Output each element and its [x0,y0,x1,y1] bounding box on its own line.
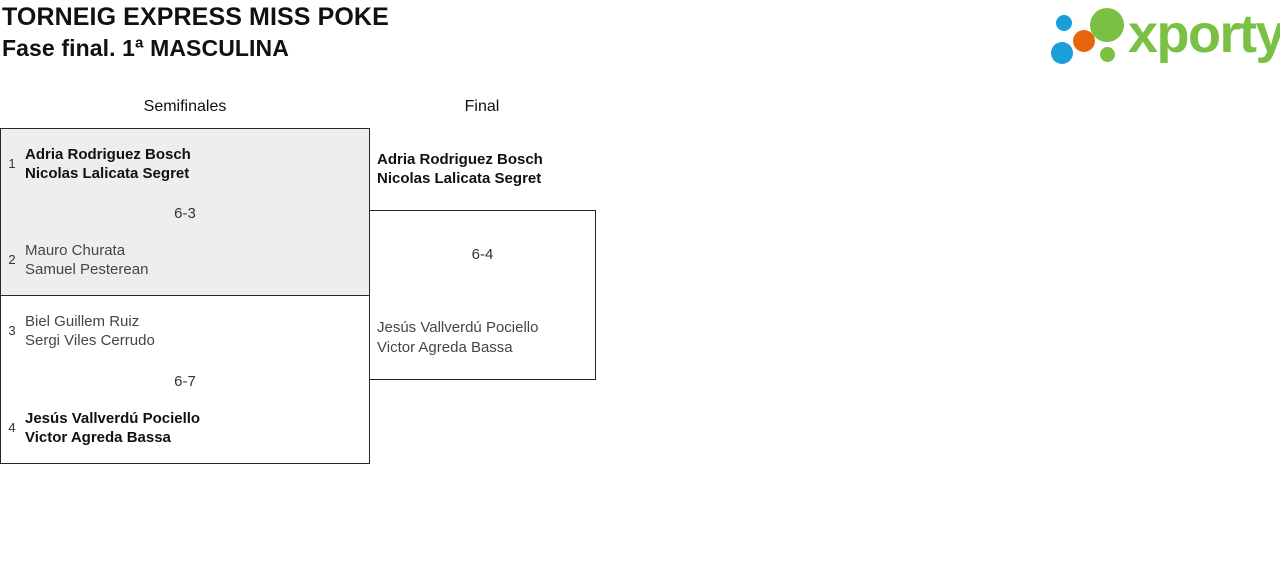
match-box-semifinal-1[interactable]: 1 Adria Rodriguez Bosch Nicolas Lalicata… [0,128,370,296]
player-name: Adria Rodriguez Bosch [377,151,543,168]
player-name: Jesús Vallverdú Pociello [25,410,201,427]
competitor-seed-4[interactable]: 4 Jesús Vallverdú Pociello Victor Agreda… [1,405,369,451]
player-name: Mauro Churata [25,242,126,259]
logo-wordmark: xporty [1128,4,1280,64]
player-name: Jesús Vallverdú Pociello [377,319,539,336]
logo-dot-blue-top-icon [1056,15,1072,31]
final-competitor-bottom[interactable]: Jesús Vallverdú Pociello Victor Agreda B… [377,318,592,358]
seed-number: 1 [8,156,16,171]
match-score: 6-7 [174,373,196,390]
final-competitor-top[interactable]: Adria Rodriguez Bosch Nicolas Lalicata S… [377,150,592,188]
match-box-semifinal-2[interactable]: 3 Biel Guillem Ruiz Sergi Viles Cerrudo … [0,295,370,464]
logo-dot-orange-icon [1073,30,1095,52]
xporty-logo[interactable]: xporty [1050,4,1280,68]
competitor-seed-2[interactable]: 2 Mauro Churata Samuel Pesterean [1,237,369,283]
seed-number: 2 [8,252,16,267]
match-score-final: 6-4 [471,246,494,263]
seed-number: 4 [8,420,16,435]
competitor-names: Jesús Vallverdú Pociello Victor Agreda B… [23,409,369,447]
round-header-final: Final [464,98,500,115]
page-header: TORNEIG EXPRESS MISS POKE Fase final. 1ª… [0,0,1280,90]
competitor-seed-3[interactable]: 3 Biel Guillem Ruiz Sergi Viles Cerrudo [1,308,369,354]
player-name: Samuel Pesterean [25,261,149,278]
player-name: Victor Agreda Bassa [377,339,513,356]
player-name: Nicolas Lalicata Segret [25,165,190,182]
player-name: Adria Rodriguez Bosch [25,146,191,163]
competitor-names: Biel Guillem Ruiz Sergi Viles Cerrudo [23,312,369,350]
match-box-final[interactable] [369,210,596,380]
competitor-seed-1[interactable]: 1 Adria Rodriguez Bosch Nicolas Lalicata… [1,141,369,187]
logo-dot-green-large-icon [1090,8,1124,42]
player-name: Biel Guillem Ruiz [25,313,140,330]
player-name: Sergi Viles Cerrudo [25,332,155,349]
competitor-names: Adria Rodriguez Bosch Nicolas Lalicata S… [23,145,369,183]
logo-dot-blue-bottom-icon [1051,42,1073,64]
logo-dot-green-small-icon [1100,47,1115,62]
phase-title: Fase final. 1ª MASCULINA [2,35,289,61]
round-header-semifinals: Semifinales [143,98,227,115]
player-name: Victor Agreda Bassa [25,429,171,446]
competitor-names: Mauro Churata Samuel Pesterean [23,241,369,279]
match-score: 6-3 [174,205,196,222]
tournament-title: TORNEIG EXPRESS MISS POKE [2,3,389,31]
logo-dots-icon [1050,6,1132,64]
title-block: TORNEIG EXPRESS MISS POKE Fase final. 1ª… [2,2,702,63]
seed-number: 3 [8,323,16,338]
player-name: Nicolas Lalicata Segret [377,170,542,187]
